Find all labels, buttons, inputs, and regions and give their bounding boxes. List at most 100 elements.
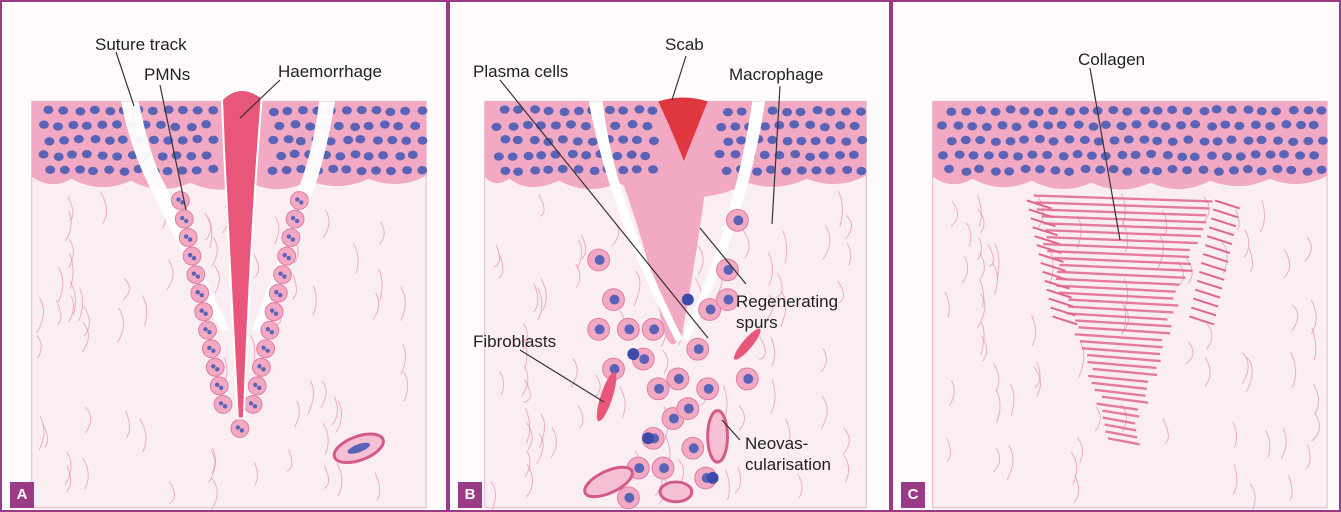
nucleus	[961, 107, 971, 115]
pmn-nucleus	[188, 237, 192, 241]
nucleus	[1213, 137, 1223, 145]
nucleus	[401, 137, 411, 145]
pmn-nucleus	[282, 274, 286, 278]
nucleus	[39, 150, 49, 158]
nucleus	[170, 123, 180, 131]
nucleus	[97, 121, 107, 129]
nucleus	[796, 137, 806, 145]
nucleus	[723, 138, 733, 146]
nucleus	[513, 136, 523, 144]
nucleus	[590, 167, 600, 175]
nucleus	[418, 136, 428, 144]
nucleus	[1281, 120, 1291, 128]
nucleus	[1073, 150, 1083, 158]
nucleus	[178, 136, 188, 144]
nucleus	[774, 151, 784, 159]
panel-c: C	[891, 0, 1341, 512]
nucleus	[1199, 107, 1209, 115]
nucleus	[118, 136, 128, 144]
nucleus	[1243, 165, 1253, 173]
nucleus	[417, 166, 427, 174]
pmn-nucleus	[240, 428, 244, 432]
nucleus	[976, 106, 986, 114]
nucleus	[75, 165, 85, 173]
nucleus	[1214, 167, 1224, 175]
cell-nucleus	[634, 463, 644, 473]
cell-nucleus	[639, 354, 649, 364]
nucleus	[813, 106, 823, 114]
nucleus	[282, 166, 292, 174]
nucleus	[850, 122, 860, 130]
nucleus	[558, 165, 568, 173]
nucleus	[1050, 166, 1060, 174]
dark-cell	[627, 348, 639, 360]
pmn	[202, 340, 220, 358]
nucleus	[566, 120, 576, 128]
nucleus	[1152, 167, 1162, 175]
pmn	[171, 192, 189, 210]
pmn-nucleus	[180, 216, 184, 220]
nucleus	[1012, 123, 1022, 131]
panel-letter-c: C	[901, 482, 925, 508]
nucleus	[1296, 121, 1306, 129]
nucleus	[282, 107, 292, 115]
nucleus	[991, 108, 1001, 116]
nucleus	[98, 151, 108, 159]
nucleus	[387, 136, 397, 144]
nucleus	[760, 122, 770, 130]
nucleus	[509, 122, 519, 130]
nucleus	[1131, 151, 1141, 159]
nucleus	[408, 151, 418, 159]
nucleus	[1318, 136, 1328, 144]
nucleus	[1227, 136, 1237, 144]
nucleus	[1316, 106, 1326, 114]
label-neovas-2: cularisation	[745, 456, 831, 474]
nucleus	[969, 151, 979, 159]
nucleus	[715, 150, 725, 158]
nucleus	[1080, 136, 1090, 144]
nucleus	[1019, 135, 1029, 143]
pmn-nucleus	[286, 256, 290, 260]
nucleus	[1094, 137, 1104, 145]
nucleus	[44, 137, 54, 145]
nucleus	[335, 152, 345, 160]
nucleus	[1295, 151, 1305, 159]
nucleus	[1139, 135, 1149, 143]
pmn-nucleus	[223, 404, 227, 408]
nucleus	[494, 152, 504, 160]
label-macrophage: Macrophage	[729, 66, 824, 84]
nucleus	[1207, 122, 1217, 130]
nucleus	[1266, 150, 1276, 158]
nucleus	[410, 122, 420, 130]
cell-nucleus	[684, 404, 694, 414]
nucleus	[105, 136, 115, 144]
nucleus	[1183, 135, 1193, 143]
nucleus	[90, 106, 100, 114]
nucleus	[74, 135, 84, 143]
nucleus	[39, 120, 49, 128]
pmn	[175, 210, 193, 228]
pmn	[210, 377, 228, 395]
nucleus	[1168, 165, 1178, 173]
pmn-nucleus	[196, 290, 200, 294]
nucleus	[1244, 106, 1254, 114]
nucleus	[605, 106, 615, 114]
nucleus	[378, 151, 388, 159]
nucleus	[208, 136, 218, 144]
nucleus	[1093, 107, 1103, 115]
nucleus	[1153, 106, 1163, 114]
cell-nucleus	[724, 265, 734, 275]
pmn-nucleus	[270, 330, 274, 334]
nucleus	[634, 105, 644, 113]
pmn	[179, 229, 197, 247]
nucleus	[811, 137, 821, 145]
nucleus	[982, 123, 992, 131]
nucleus	[208, 165, 218, 173]
nucleus	[766, 166, 776, 174]
nucleus	[523, 121, 533, 129]
nucleus	[649, 137, 659, 145]
nucleus	[43, 106, 53, 114]
nucleus	[1117, 151, 1127, 159]
nucleus	[328, 165, 338, 173]
nucleus	[290, 150, 300, 158]
